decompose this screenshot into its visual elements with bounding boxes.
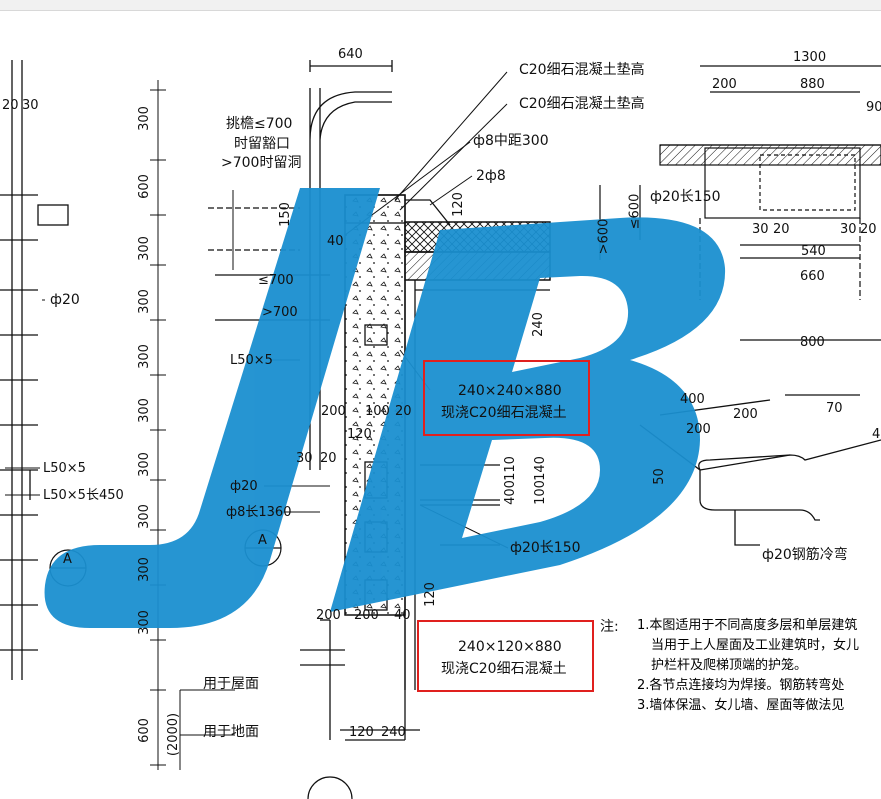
label-l50x5-450: L50×5长450 (43, 488, 124, 503)
dim-640: 640 (338, 47, 363, 62)
mid-dim-200b: 200 (316, 608, 341, 623)
left-dim-2: 600 (136, 174, 152, 199)
note-line-4: 2.各节点连接均为焊接。钢筋转弯处 (637, 678, 845, 693)
callout-box-240x240 (423, 360, 590, 436)
mid-dim-150: 150 (277, 202, 293, 227)
mid-dim-30b: 30 (296, 451, 313, 466)
mid-dim-120c: 120 (422, 582, 438, 607)
dim-200: 200 (712, 77, 737, 92)
mid-dim-40: 40 (327, 234, 344, 249)
callout-1-line2: 现浇C20细石混凝土 (441, 405, 567, 421)
mid-dim-240b: 240 (381, 725, 406, 740)
label-phi8-1360: ф8长1360 (226, 505, 292, 520)
label-eave-3: >700时留洞 (221, 155, 302, 171)
mid-dim-120d: 120 (349, 725, 374, 740)
left-dim-5: 300 (136, 344, 152, 369)
left-dim-7: 300 (136, 452, 152, 477)
note-line-1: 1.本图适用于不同高度多层和单层建筑 (637, 618, 858, 633)
dim-30: 30 (22, 98, 39, 113)
jb-watermark (44, 188, 726, 628)
label-l50x5: L50×5 (230, 353, 273, 368)
mid-dim-40b: 40 (394, 608, 411, 623)
section-marker-a-mid: A (258, 533, 267, 548)
label-eave-2: 时留豁口 (234, 136, 290, 152)
notes-list: 1.本图适用于不同高度多层和单层建筑 当用于上人屋面及工业建筑时，女儿 护栏杆及… (637, 616, 881, 716)
right-dim-800: 800 (800, 335, 825, 350)
rebar-hook-detail (639, 394, 881, 546)
bottom-dim-2000: (2000) (166, 712, 182, 757)
left-dim-9: 300 (136, 557, 152, 582)
mid-dim-120: 120 (450, 192, 466, 217)
mid-dim-20c: 20 (320, 451, 337, 466)
mid-dim-100b: 100 (532, 480, 548, 505)
label-phi20-left: ф20 (50, 292, 80, 308)
right-dim-20b: 20 (860, 222, 877, 237)
callout-2-line2: 现浇C20细石混凝土 (441, 661, 567, 677)
mid-dim-120b: 120 (347, 427, 372, 442)
mid-dim-240: 240 (530, 312, 546, 337)
callout-2-line1: 240×120×880 (458, 639, 562, 655)
right-dim-50: 50 (651, 468, 667, 485)
bottom-dim-600: 600 (136, 718, 152, 743)
label-for-ground: 用于地面 (203, 724, 259, 740)
label-gt700: >700 (262, 305, 298, 320)
label-phi20-l150-mid: ф20长150 (510, 540, 581, 556)
label-c20-pad-1: C20细石混凝土垫高 (519, 62, 645, 78)
right-dim-gt600b: ≤600 (627, 193, 643, 230)
label-c20-pad-2: C20细石混凝土垫高 (519, 96, 645, 112)
section-marker-a-left: A (63, 552, 72, 567)
note-line-3: 护栏杆及爬梯顶端的护笼。 (651, 658, 808, 673)
right-dim-gt600a: >600 (596, 218, 612, 255)
dim-1300: 1300 (793, 50, 827, 65)
callout-box-240x120 (417, 620, 594, 692)
right-dim-70: 70 (826, 401, 843, 416)
right-dim-660: 660 (800, 269, 825, 284)
right-dim-30b: 30 (840, 222, 857, 237)
label-eave-1: 挑檐≤700 (226, 116, 293, 132)
left-dim-10: 300 (136, 610, 152, 635)
left-ladder (0, 60, 69, 680)
mid-dim-200c: 200 (354, 608, 379, 623)
callout-1-line1: 240×240×880 (458, 383, 562, 399)
right-dim-4: 4 (872, 427, 881, 442)
label-le700: ≤700 (258, 273, 294, 288)
right-dim-200b: 200 (733, 407, 758, 422)
label-2phi8: 2ф8 (476, 168, 506, 184)
mid-dim-200a: 200 (321, 404, 346, 419)
dim-90: 90 (866, 100, 881, 115)
notes-label: 注: (600, 619, 619, 635)
label-phi20-mid: ф20 (230, 479, 258, 494)
mid-dim-100: 100 (365, 404, 390, 419)
label-for-roof: 用于屋面 (203, 676, 259, 692)
label-phi20-l150-top: ф20长150 (650, 189, 721, 205)
note-line-2: 当用于上人屋面及工业建筑时，女儿 (651, 638, 860, 653)
right-dim-400: 400 (680, 392, 705, 407)
right-dim-200: 200 (686, 422, 711, 437)
right-dim-540: 540 (801, 244, 826, 259)
dim-20: 20 (2, 98, 19, 113)
left-dim-1: 300 (136, 106, 152, 131)
label-phi8-300: ф8中距300 (473, 133, 549, 149)
dim-880: 880 (800, 77, 825, 92)
mid-dim-110: 110 (502, 456, 518, 481)
mid-dim-20b: 20 (395, 404, 412, 419)
left-dim-6: 300 (136, 398, 152, 423)
label-rebar-bend: ф20钢筋冷弯 (762, 547, 848, 563)
label-l50x5-b: L50×5 (43, 461, 86, 476)
mid-dim-400: 400 (502, 480, 518, 505)
left-dim-8: 300 (136, 504, 152, 529)
left-dimension-line (150, 80, 235, 770)
right-dim-20: 20 (773, 222, 790, 237)
note-line-5: 3.墙体保温、女儿墙、屋面等做法见 (637, 698, 845, 713)
left-dim-3: 300 (136, 236, 152, 261)
left-dim-4: 300 (136, 289, 152, 314)
mid-dim-140: 140 (532, 456, 548, 481)
viewer-top-bar (0, 0, 881, 11)
right-dim-30: 30 (752, 222, 769, 237)
